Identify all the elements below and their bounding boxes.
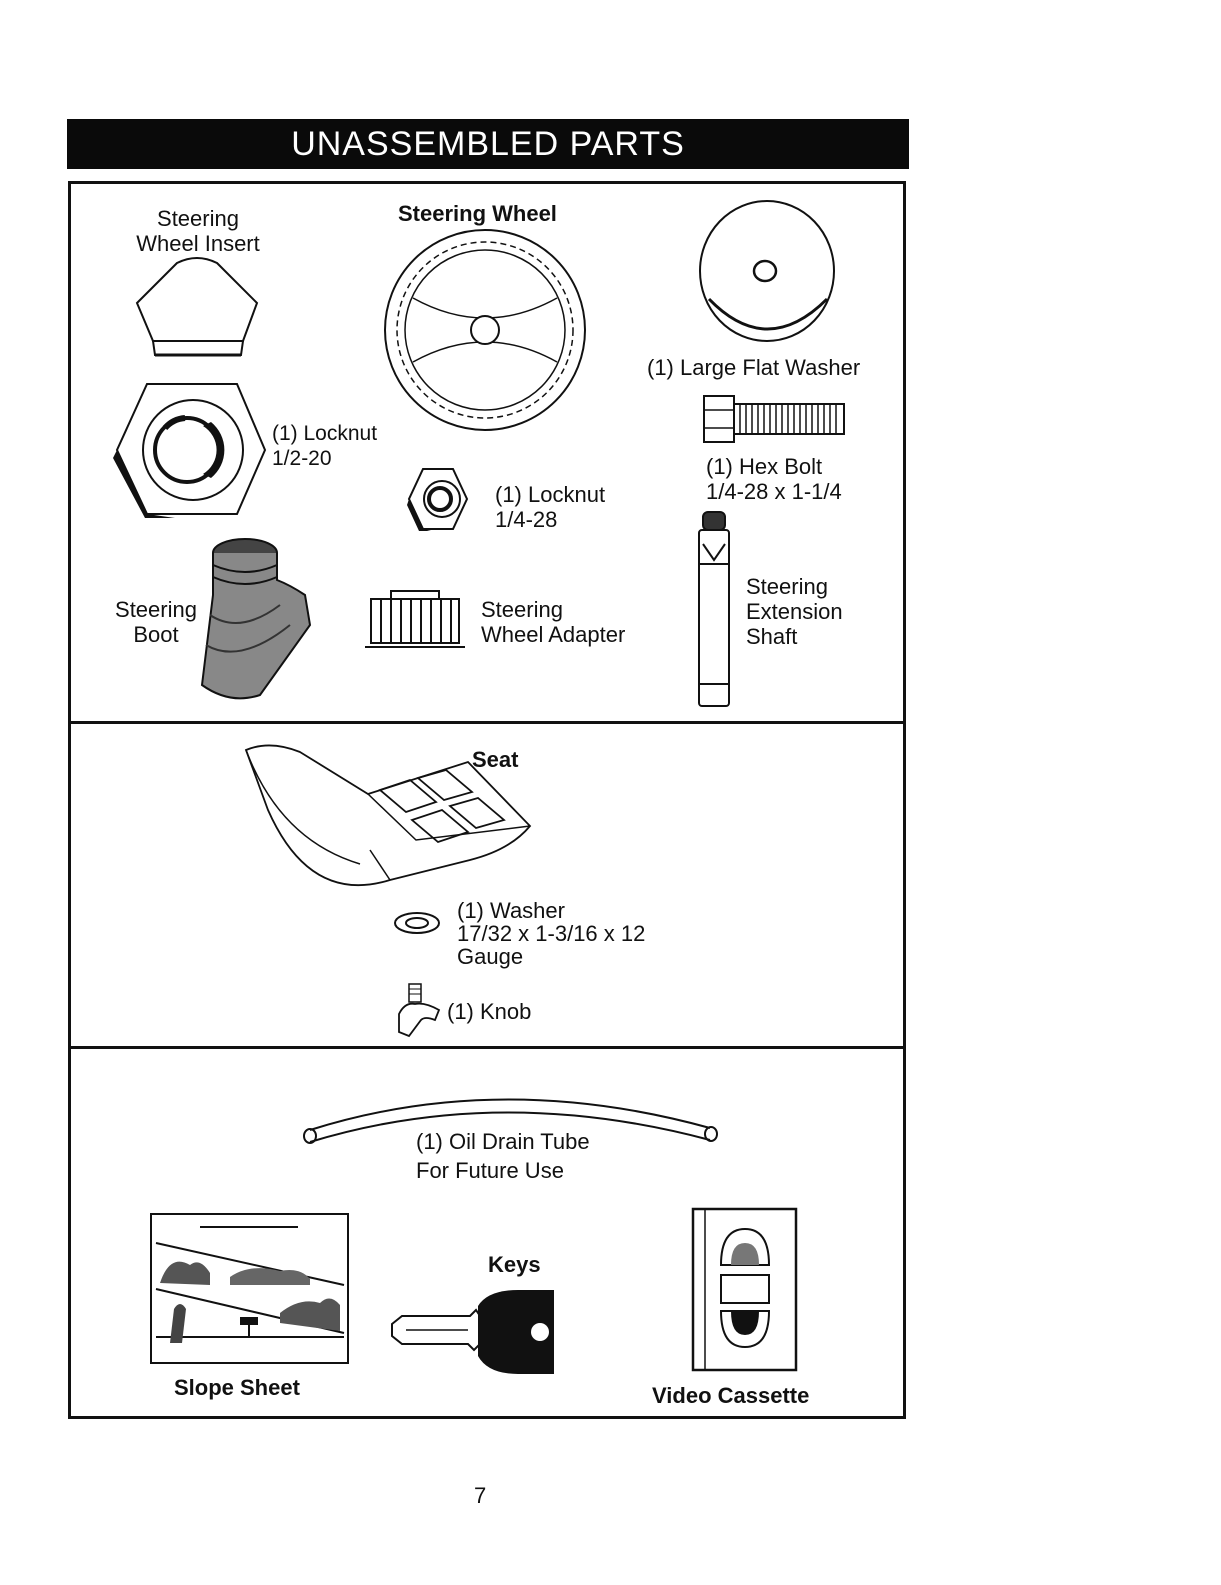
steering-boot-label: Steering Boot [115, 597, 197, 647]
page-title: UNASSEMBLED PARTS [67, 119, 909, 169]
locknut-small-icon [407, 468, 469, 531]
page-number: 7 [474, 1483, 487, 1508]
video-cassette-label: Video Cassette [652, 1383, 810, 1408]
oil-drain-tube-label: (1) Oil Drain Tube For Future Use [416, 1129, 590, 1183]
hex-bolt-icon [703, 395, 845, 443]
key-icon [391, 1290, 554, 1374]
large-flat-washer-label: (1) Large Flat Washer [647, 355, 861, 380]
knob-icon [398, 983, 441, 1038]
locknut-small-label: (1) Locknut 1/4-28 [495, 482, 606, 532]
section-divider-1 [68, 721, 906, 724]
steering-wheel-adapter-label: Steering Wheel Adapter [481, 597, 626, 647]
washer-label: (1) Washer 17/32 x 1-3/16 x 12 Gauge [457, 898, 646, 969]
parts-frame [68, 181, 906, 1419]
slope-sheet-icon [150, 1213, 349, 1364]
section-divider-2 [68, 1046, 906, 1049]
slope-sheet-label: Slope Sheet [174, 1375, 300, 1400]
locknut-large-icon [113, 383, 267, 518]
steering-wheel-insert-label: Steering Wheel Insert [136, 206, 260, 256]
steering-extension-shaft-icon [698, 511, 730, 707]
keys-label: Keys [488, 1252, 541, 1277]
steering-wheel-adapter-icon [365, 590, 465, 648]
seat-icon [244, 744, 532, 887]
oil-drain-tube-icon [303, 1098, 718, 1144]
steering-boot-icon [200, 538, 312, 700]
steering-wheel-insert-icon [135, 257, 259, 357]
knob-label: (1) Knob [447, 999, 532, 1024]
steering-extension-shaft-label: Steering Extension Shaft [746, 574, 843, 649]
seat-label: Seat [472, 747, 519, 772]
steering-wheel-icon [384, 229, 586, 431]
locknut-large-label: (1) Locknut 1/2-20 [272, 422, 378, 470]
large-flat-washer-icon [699, 200, 835, 342]
video-cassette-icon [691, 1207, 798, 1372]
washer-icon [394, 912, 440, 934]
steering-wheel-label: Steering Wheel [398, 201, 557, 226]
hex-bolt-label: (1) Hex Bolt 1/4-28 x 1-1/4 [706, 454, 842, 504]
